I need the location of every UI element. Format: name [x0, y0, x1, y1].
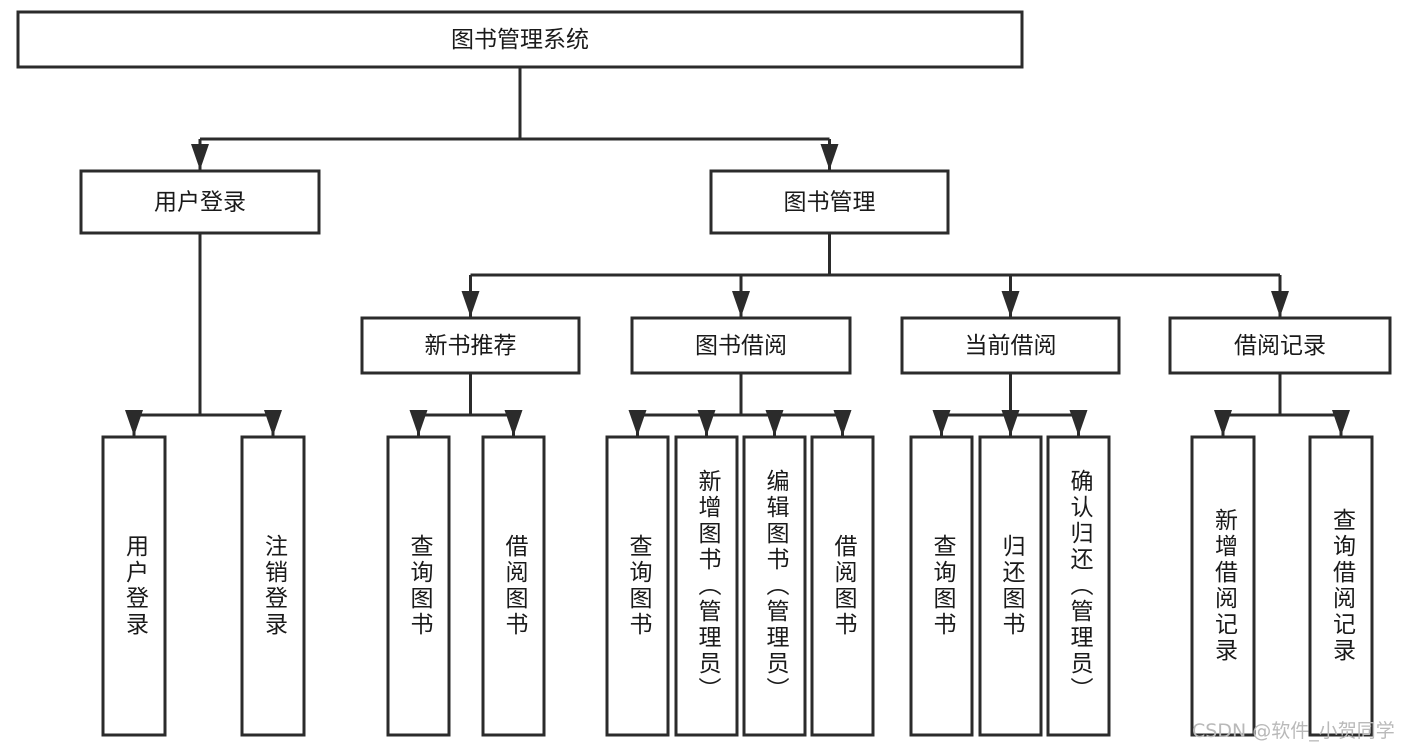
- level2-node-1[interactable]: 图书管理: [709, 169, 950, 235]
- leaf-node-12[interactable]: [1308, 435, 1374, 737]
- arrow-head-icon: [732, 291, 750, 317]
- leaf-node-label-8: 查询图书: [929, 534, 955, 638]
- leaf-node-label-4: 查询图书: [625, 534, 651, 638]
- level2-node-0-label: 用户登录: [154, 190, 246, 216]
- level2-node-0[interactable]: 用户登录: [79, 169, 321, 235]
- arrow-head-icon: [833, 410, 852, 436]
- arrow-head-icon: [191, 144, 209, 170]
- leaf-node-label-3: 借阅图书: [501, 534, 527, 638]
- leaf-node-8-rect[interactable]: [909, 435, 974, 737]
- level3-node-1[interactable]: 图书借阅: [630, 316, 852, 375]
- leaf-node-10[interactable]: [1046, 435, 1111, 737]
- leaf-node-8[interactable]: [909, 435, 974, 737]
- leaf-node-label-10: 确认归还（管理员）: [1066, 469, 1092, 703]
- level2-node-1-label: 图书管理: [784, 190, 876, 216]
- level3-node-3-rect[interactable]: [1168, 316, 1392, 375]
- level3-node-0-label: 新书推荐: [425, 333, 517, 359]
- arrow-head-icon: [1069, 410, 1088, 436]
- leaf-node-0-rect[interactable]: [101, 435, 167, 737]
- leaf-node-2[interactable]: [386, 435, 451, 737]
- level3-node-1-label: 图书借阅: [695, 333, 787, 359]
- level3-node-3-label: 借阅记录: [1234, 333, 1326, 359]
- arrow-head-icon: [1332, 410, 1350, 436]
- root-node-rect[interactable]: [16, 10, 1024, 69]
- leaf-node-5[interactable]: [674, 435, 739, 737]
- leaf-node-label-6: 编辑图书（管理员）: [762, 469, 788, 703]
- leaf-node-0[interactable]: [101, 435, 167, 737]
- root-node[interactable]: 图书管理系统: [16, 10, 1024, 69]
- leaf-node-label-7: 借阅图书: [830, 534, 856, 638]
- arrow-head-icon: [125, 410, 143, 436]
- arrow-head-icon: [1214, 410, 1232, 436]
- level3-node-3[interactable]: 借阅记录: [1168, 316, 1392, 375]
- arrow-head-icon: [932, 410, 951, 436]
- leaf-node-label-12: 查询借阅记录: [1328, 508, 1355, 664]
- arrow-head-icon: [1271, 291, 1289, 317]
- leaf-node-label-5: 新增图书（管理员）: [694, 469, 720, 703]
- level3-node-0-rect[interactable]: [360, 316, 581, 375]
- arrow-head-icon: [628, 410, 647, 436]
- arrow-head-icon: [461, 291, 480, 317]
- level3-node-2-label: 当前借阅: [965, 333, 1057, 359]
- level3-node-2-rect[interactable]: [900, 316, 1121, 375]
- leaf-node-label-9: 归还图书: [998, 534, 1024, 638]
- root-node-label: 图书管理系统: [451, 27, 589, 53]
- leaf-node-9[interactable]: [978, 435, 1043, 737]
- leaf-node-7-rect[interactable]: [810, 435, 875, 737]
- leaf-node-1[interactable]: [240, 435, 306, 737]
- leaf-node-3-rect[interactable]: [481, 435, 546, 737]
- leaf-node-2-rect[interactable]: [386, 435, 451, 737]
- leaf-node-label-11: 新增借阅记录: [1210, 508, 1237, 664]
- leaf-node-7[interactable]: [810, 435, 875, 737]
- level2-node-0-rect[interactable]: [79, 169, 321, 235]
- leaf-node-6[interactable]: [742, 435, 807, 737]
- arrow-head-icon: [697, 410, 716, 436]
- arrow-head-icon: [765, 410, 784, 436]
- level3-node-1-rect[interactable]: [630, 316, 852, 375]
- connector-layer: [125, 67, 1350, 436]
- watermark-text: CSDN @软件_小贺同学: [1192, 720, 1395, 742]
- level3-node-0[interactable]: 新书推荐: [360, 316, 581, 375]
- arrow-head-icon: [820, 144, 839, 170]
- leaf-node-10-rect[interactable]: [1046, 435, 1111, 737]
- leaf-node-1-rect[interactable]: [240, 435, 306, 737]
- leaf-node-4[interactable]: [605, 435, 670, 737]
- level3-node-2[interactable]: 当前借阅: [900, 316, 1121, 375]
- leaf-node-3[interactable]: [481, 435, 546, 737]
- arrow-head-icon: [409, 410, 428, 436]
- arrow-head-icon: [264, 410, 282, 436]
- leaf-node-6-rect[interactable]: [742, 435, 807, 737]
- arrow-head-icon: [1001, 291, 1020, 317]
- level2-node-1-rect[interactable]: [709, 169, 950, 235]
- arrow-head-icon: [504, 410, 523, 436]
- leaf-node-12-rect[interactable]: [1308, 435, 1374, 737]
- leaf-node-5-rect[interactable]: [674, 435, 739, 737]
- leaf-node-4-rect[interactable]: [605, 435, 670, 737]
- leaf-node-11[interactable]: [1190, 435, 1256, 737]
- leaf-node-label-0: 用户登录: [121, 534, 148, 638]
- leaf-node-label-1: 注销登录: [260, 534, 287, 638]
- arrow-head-icon: [1001, 410, 1020, 436]
- leaf-node-label-2: 查询图书: [406, 534, 432, 638]
- leaf-node-9-rect[interactable]: [978, 435, 1043, 737]
- leaf-node-11-rect[interactable]: [1190, 435, 1256, 737]
